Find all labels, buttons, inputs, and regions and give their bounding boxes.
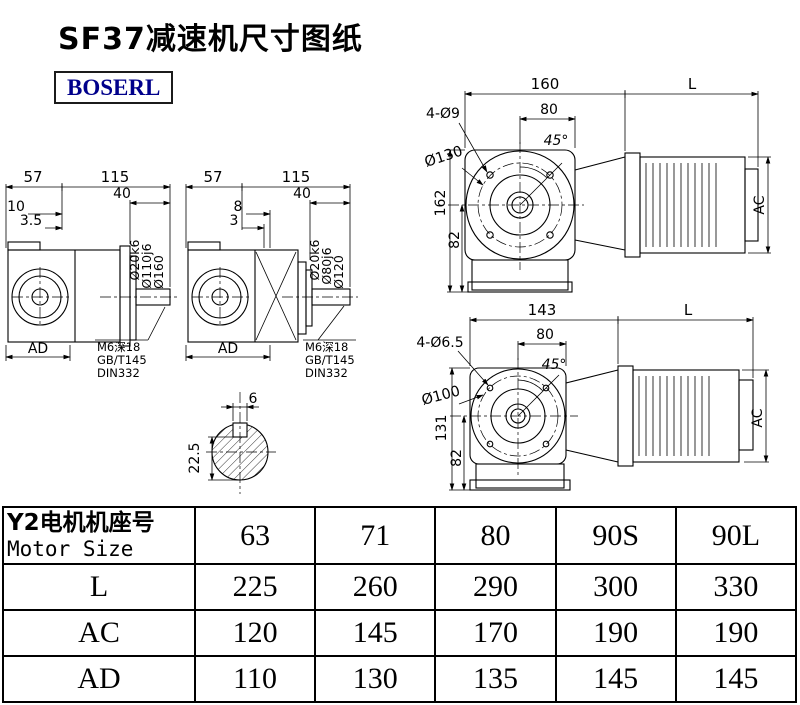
dim-label-ac: AC <box>752 195 768 214</box>
motor-size-90s: 90S <box>554 506 677 565</box>
table-cell: 190 <box>554 609 677 657</box>
row-label: AD <box>2 655 196 703</box>
dim-label-115: 115 <box>282 168 311 186</box>
holes-label: 4-Ø6.5 <box>416 335 463 351</box>
table-row-ad: AD 110 130 135 145 145 <box>2 655 798 703</box>
side-view-large: 57 115 40 10 3.5 Ø20k6 Ø110j6 Ø160 AD M6… <box>5 168 178 380</box>
tap-note-line3: DIN332 <box>305 366 348 380</box>
dim-label-ad: AD <box>218 341 238 357</box>
dim-label-ad: AD <box>28 341 48 357</box>
front-view-small: 143 L 4-Ø6.5 80 45° Ø100 131 82 AC <box>416 301 769 491</box>
table-cell: 225 <box>193 563 317 611</box>
dimension-table: Y2电机机座号 Motor Size 63 71 80 90S 90L L 22… <box>2 506 798 703</box>
page-title: SF37减速机尺寸图纸 <box>58 22 363 57</box>
dim-label-80: 80 <box>536 327 554 343</box>
dim-label-143: 143 <box>528 301 557 319</box>
angle-label: 45° <box>542 357 567 373</box>
motor-size-63: 63 <box>193 506 317 565</box>
tap-note-line2: GB/T145 <box>305 353 355 367</box>
table-cell: 290 <box>434 563 557 611</box>
flange-diameter-label: Ø160 <box>151 255 166 289</box>
row-label: AC <box>2 609 196 657</box>
dim-label-22-5: 22.5 <box>187 442 203 473</box>
table-row-ac: AC 120 145 170 190 190 <box>2 609 798 657</box>
dim-label-3: 3 <box>230 213 239 229</box>
flange-diameter-label: Ø120 <box>331 255 346 289</box>
dim-label-160: 160 <box>531 75 560 93</box>
motor-size-71: 71 <box>314 506 437 565</box>
dim-label-3-5: 3.5 <box>20 213 42 229</box>
motor-size-label-en: Motor Size <box>7 536 134 561</box>
bolt-circle-label: Ø130 <box>423 144 465 171</box>
table-cell: 330 <box>674 563 798 611</box>
dim-label-10: 10 <box>7 199 25 215</box>
tap-note-line3: DIN332 <box>97 366 140 380</box>
motor-size-90l: 90L <box>674 506 798 565</box>
front-view-large: 160 L 4-Ø9 80 45° Ø130 162 82 AC <box>423 75 771 293</box>
table-cell: 145 <box>554 655 677 703</box>
dim-label-115: 115 <box>101 168 130 186</box>
shaft-diameter-label: Ø20k6 <box>307 239 322 280</box>
spigot-diameter-label: Ø80j6 <box>319 247 334 284</box>
dim-label-40: 40 <box>293 186 311 202</box>
motor-size-label-cn: Y2电机机座号 <box>7 509 155 536</box>
bolt-circle-label: Ø100 <box>420 383 462 409</box>
dim-label-131: 131 <box>434 415 450 442</box>
table-cell: 130 <box>314 655 437 703</box>
dim-label-82: 82 <box>447 231 463 249</box>
spigot-diameter-label: Ø110j6 <box>139 243 154 288</box>
motor-size-80: 80 <box>434 506 557 565</box>
table-header-row: Y2电机机座号 Motor Size 63 71 80 90S 90L <box>2 506 798 565</box>
tap-note-line1: M6深18 <box>305 340 348 354</box>
dim-label-l: L <box>684 301 693 319</box>
table-cell: 145 <box>314 609 437 657</box>
technical-drawing: 57 115 40 10 3.5 Ø20k6 Ø110j6 Ø160 AD M6… <box>5 75 771 494</box>
table-cell: 300 <box>554 563 677 611</box>
table-row-l: L 225 260 290 300 330 <box>2 563 798 611</box>
table-cell: 135 <box>434 655 557 703</box>
shaft-section-view: 6 22.5 <box>187 391 276 494</box>
holes-label: 4-Ø9 <box>426 106 460 122</box>
brand-name: BOSERL <box>67 75 161 100</box>
shaft-diameter-label: Ø20k6 <box>127 239 142 280</box>
table-cell: 260 <box>314 563 437 611</box>
dim-label-40: 40 <box>113 186 131 202</box>
table-cell: 190 <box>674 609 798 657</box>
side-view-small: 57 115 40 8 3 Ø20k6 Ø80j6 Ø120 AD M6深18 … <box>185 168 358 380</box>
brand-logo-box: BOSERL <box>54 71 174 104</box>
tap-note-line1: M6深18 <box>97 340 140 354</box>
tap-note-line2: GB/T145 <box>97 353 147 367</box>
angle-label: 45° <box>544 133 569 149</box>
dim-label-162: 162 <box>433 190 449 217</box>
motor-size-header: Y2电机机座号 Motor Size <box>2 506 196 565</box>
dim-label-57: 57 <box>203 168 222 186</box>
table-cell: 110 <box>193 655 317 703</box>
dim-label-80: 80 <box>540 102 558 118</box>
table-cell: 120 <box>193 609 317 657</box>
dim-label-8: 8 <box>234 199 243 215</box>
dim-label-6: 6 <box>249 391 258 407</box>
table-cell: 170 <box>434 609 557 657</box>
row-label: L <box>2 563 196 611</box>
dim-label-82: 82 <box>449 449 465 467</box>
dim-label-ac: AC <box>750 408 766 427</box>
dim-label-l: L <box>688 75 697 93</box>
table-cell: 145 <box>674 655 798 703</box>
dim-label-57: 57 <box>23 168 42 186</box>
